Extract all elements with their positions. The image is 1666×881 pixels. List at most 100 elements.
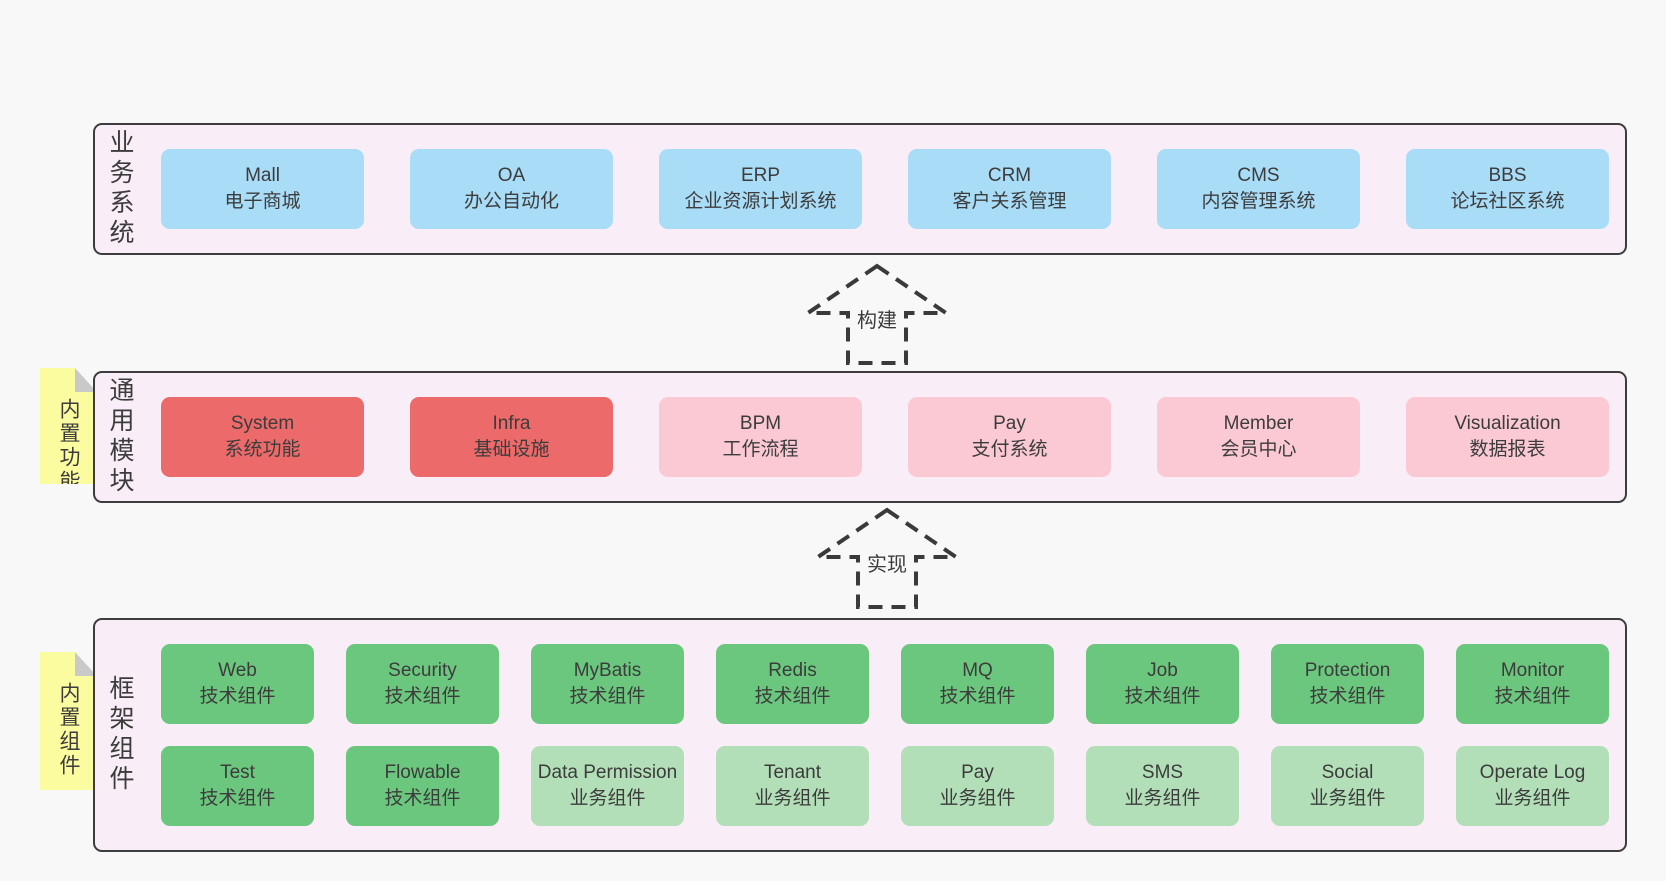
box-redis: Redis 技术组件	[716, 644, 869, 724]
box-data-permission: Data Permission 业务组件	[531, 746, 684, 826]
box-name: MyBatis	[573, 660, 642, 682]
framework-components-grid: Web 技术组件 Security 技术组件 MyBatis 技术组件 Redi…	[141, 644, 1625, 826]
box-name: Web	[218, 660, 257, 682]
box-desc: 基础设施	[473, 439, 550, 460]
box-social: Social 业务组件	[1271, 746, 1424, 826]
box-flowable: Flowable 技术组件	[346, 746, 499, 826]
box-name: ERP	[740, 165, 781, 187]
box-desc: 技术组件	[569, 686, 646, 707]
sticky-label: 内置组件	[57, 682, 80, 778]
box-test: Test 技术组件	[161, 746, 314, 826]
box-infra: Infra 基础设施	[410, 397, 613, 477]
box-name: Test	[220, 762, 255, 784]
box-mybatis: MyBatis 技术组件	[531, 644, 684, 724]
box-desc: 支付系统	[971, 439, 1048, 460]
box-desc: 技术组件	[199, 686, 276, 707]
box-pay-module: Pay 支付系统	[908, 397, 1111, 477]
box-desc: 业务组件	[569, 788, 646, 809]
box-name: OA	[497, 165, 526, 187]
box-name: Tenant	[763, 762, 822, 784]
box-desc: 技术组件	[1309, 686, 1386, 707]
framework-components-panel: 框架组件 Web 技术组件 Security 技术组件 MyBatis 技术组件…	[93, 618, 1627, 852]
box-cms: CMS 内容管理系统	[1157, 149, 1360, 229]
box-desc: 技术组件	[199, 788, 276, 809]
box-name: CMS	[1237, 165, 1280, 187]
box-desc: 电子商城	[224, 191, 301, 212]
box-name: Monitor	[1500, 660, 1565, 682]
box-security: Security 技术组件	[346, 644, 499, 724]
box-desc: 业务组件	[754, 788, 831, 809]
box-desc: 客户关系管理	[952, 191, 1067, 212]
box-member: Member 会员中心	[1157, 397, 1360, 477]
box-name: SMS	[1141, 762, 1184, 784]
box-name: Data Permission	[537, 762, 678, 784]
box-desc: 技术组件	[384, 788, 461, 809]
box-desc: 内容管理系统	[1201, 191, 1316, 212]
box-name: Infra	[492, 413, 531, 435]
box-job: Job 技术组件	[1086, 644, 1239, 724]
box-mq: MQ 技术组件	[901, 644, 1054, 724]
box-name: Pay	[961, 762, 994, 784]
panel-label: 业务系统	[106, 129, 134, 249]
common-modules-panel: 通用模块 System 系统功能 Infra 基础设施 BPM 工作流程 Pay…	[93, 371, 1627, 503]
box-name: Visualization	[1454, 413, 1561, 435]
box-name: Member	[1223, 413, 1294, 435]
box-name: Pay	[993, 413, 1026, 435]
box-name: Redis	[768, 660, 817, 682]
arrow-implement: 实现	[812, 505, 962, 611]
box-visualization: Visualization 数据报表	[1406, 397, 1609, 477]
box-name: System	[230, 413, 295, 435]
box-desc: 办公自动化	[463, 191, 559, 212]
box-desc: 技术组件	[1494, 686, 1571, 707]
box-protection: Protection 技术组件	[1271, 644, 1424, 724]
sticky-note-built-in-components: 内置组件	[40, 652, 97, 790]
box-desc: 企业资源计划系统	[684, 191, 837, 212]
business-systems-row: Mall 电子商城 OA 办公自动化 ERP 企业资源计划系统 CRM 客户关系…	[141, 149, 1625, 229]
box-desc: 会员中心	[1220, 439, 1297, 460]
box-desc: 技术组件	[384, 686, 461, 707]
box-operate-log: Operate Log 业务组件	[1456, 746, 1609, 826]
box-monitor: Monitor 技术组件	[1456, 644, 1609, 724]
box-desc: 系统功能	[224, 439, 301, 460]
arrow-label: 实现	[864, 547, 910, 578]
panel-label: 框架组件	[106, 675, 134, 795]
box-bbs: BBS 论坛社区系统	[1406, 149, 1609, 229]
box-name: Social	[1321, 762, 1374, 784]
box-pay-component: Pay 业务组件	[901, 746, 1054, 826]
box-system: System 系统功能	[161, 397, 364, 477]
box-bpm: BPM 工作流程	[659, 397, 862, 477]
box-name: Operate Log	[1479, 762, 1586, 784]
box-desc: 数据报表	[1469, 439, 1546, 460]
sticky-note-built-in-features: 内置功能	[40, 368, 97, 484]
box-name: CRM	[987, 165, 1032, 187]
box-name: MQ	[962, 660, 993, 682]
box-sms: SMS 业务组件	[1086, 746, 1239, 826]
box-tenant: Tenant 业务组件	[716, 746, 869, 826]
common-modules-row: System 系统功能 Infra 基础设施 BPM 工作流程 Pay 支付系统…	[141, 397, 1625, 477]
box-name: BPM	[739, 413, 782, 435]
box-desc: 技术组件	[754, 686, 831, 707]
box-name: Security	[388, 660, 457, 682]
sticky-label: 内置功能	[57, 398, 80, 494]
box-name: Job	[1147, 660, 1178, 682]
business-systems-panel: 业务系统 Mall 电子商城 OA 办公自动化 ERP 企业资源计划系统 CRM…	[93, 123, 1627, 255]
box-desc: 工作流程	[722, 439, 799, 460]
box-desc: 技术组件	[1124, 686, 1201, 707]
box-desc: 技术组件	[939, 686, 1016, 707]
arrow-label: 构建	[854, 303, 900, 334]
box-name: BBS	[1488, 165, 1527, 187]
box-name: Flowable	[384, 762, 461, 784]
box-desc: 业务组件	[939, 788, 1016, 809]
box-desc: 业务组件	[1124, 788, 1201, 809]
components-row-1: Web 技术组件 Security 技术组件 MyBatis 技术组件 Redi…	[161, 644, 1609, 724]
box-desc: 业务组件	[1494, 788, 1571, 809]
box-desc: 论坛社区系统	[1450, 191, 1565, 212]
box-desc: 业务组件	[1309, 788, 1386, 809]
box-mall: Mall 电子商城	[161, 149, 364, 229]
box-name: Protection	[1304, 660, 1391, 682]
box-name: Mall	[245, 165, 280, 187]
box-web: Web 技术组件	[161, 644, 314, 724]
components-row-2: Test 技术组件 Flowable 技术组件 Data Permission …	[161, 746, 1609, 826]
box-erp: ERP 企业资源计划系统	[659, 149, 862, 229]
